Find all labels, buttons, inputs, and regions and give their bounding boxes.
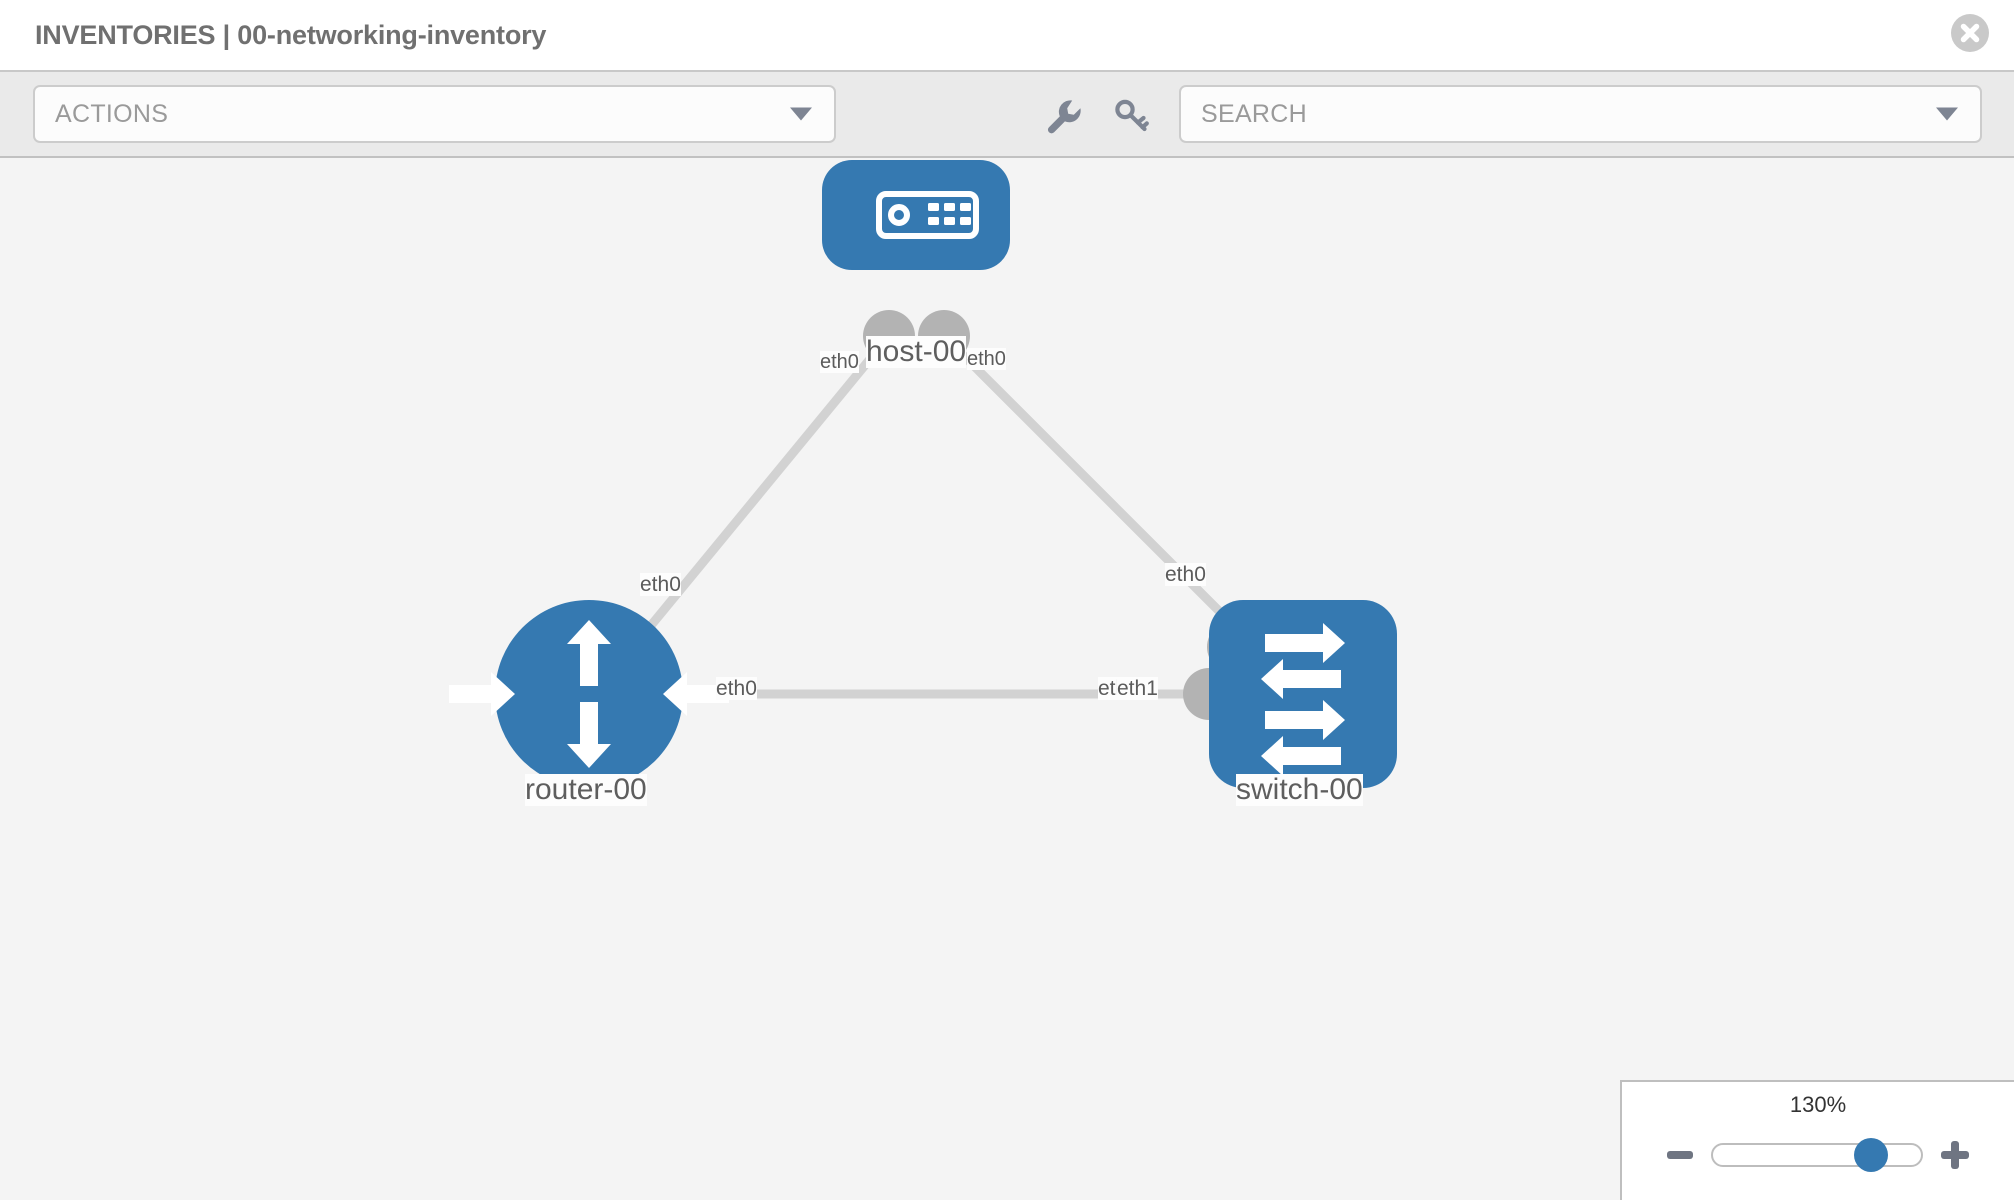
switch-arrows-icon bbox=[1261, 623, 1345, 776]
node-label-host-00: host-00 bbox=[866, 335, 967, 368]
router-arrows-icon bbox=[449, 620, 729, 768]
edge-group bbox=[612, 332, 1280, 699]
zoom-slider[interactable] bbox=[1711, 1138, 1923, 1172]
node-label-router-00: router-00 bbox=[525, 773, 647, 806]
topology-canvas[interactable]: host-00 router-00 switch-00 eth0 eth0 et… bbox=[0, 158, 2014, 1200]
zoom-out-button[interactable] bbox=[1667, 1151, 1693, 1159]
close-icon[interactable] bbox=[1950, 13, 1990, 53]
actions-dropdown-label: ACTIONS bbox=[55, 99, 169, 128]
port-label-switch00-upper: eth0 bbox=[1165, 563, 1206, 587]
node-router-00[interactable] bbox=[449, 600, 729, 788]
chevron-down-icon[interactable] bbox=[1936, 107, 1958, 121]
port-label-router00-upper: eth0 bbox=[640, 573, 681, 597]
port-label-host00-left: eth0 bbox=[820, 351, 859, 373]
toolbar: ACTIONS SEARCH bbox=[0, 70, 2014, 158]
wrench-glyph bbox=[1047, 100, 1081, 134]
port-label-switch00-left: eth1 bbox=[1117, 677, 1158, 701]
search-input[interactable]: SEARCH bbox=[1179, 85, 1982, 143]
port-label-host00-right: eth0 bbox=[967, 348, 1006, 370]
server-device-icon bbox=[876, 191, 979, 239]
actions-dropdown[interactable]: ACTIONS bbox=[33, 85, 836, 143]
key-glyph bbox=[1115, 99, 1149, 132]
page-header: INVENTORIES | 00-networking-inventory bbox=[0, 0, 2014, 70]
search-placeholder: SEARCH bbox=[1201, 99, 1307, 128]
zoom-slider-thumb[interactable] bbox=[1854, 1138, 1889, 1172]
node-label-switch-00: switch-00 bbox=[1236, 773, 1363, 806]
key-icon[interactable] bbox=[1110, 94, 1152, 136]
port-group bbox=[594, 310, 1259, 720]
zoom-slider-row bbox=[1622, 1132, 2014, 1178]
node-switch-00[interactable] bbox=[1209, 600, 1397, 788]
close-circle-icon bbox=[1951, 14, 1989, 52]
wrench-icon[interactable] bbox=[1042, 94, 1084, 136]
node-host-00[interactable] bbox=[822, 160, 1010, 270]
port-label-router00-right: eth0 bbox=[716, 677, 757, 701]
zoom-control-panel: 130% bbox=[1620, 1080, 2014, 1200]
edge-host00-router00[interactable] bbox=[612, 333, 893, 671]
topology-graph bbox=[449, 160, 1397, 788]
chevron-down-icon bbox=[790, 107, 812, 121]
zoom-percent-label: 130% bbox=[1789, 1092, 1847, 1117]
page-title: INVENTORIES | 00-networking-inventory bbox=[35, 19, 547, 50]
zoom-in-button[interactable] bbox=[1941, 1141, 1969, 1169]
